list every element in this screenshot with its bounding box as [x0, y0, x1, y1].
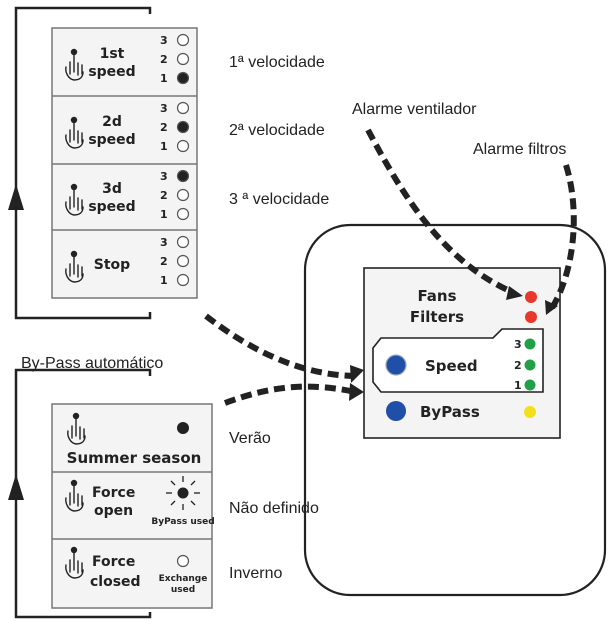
- speed-row-label-line1: 3d: [102, 181, 122, 197]
- bypass-label: ByPass: [420, 403, 480, 421]
- fan-alarm-arrow: [365, 128, 514, 295]
- indicator-led-off: [176, 554, 190, 568]
- force-closed-label-line1: Force: [92, 554, 135, 570]
- speed-level-led-off: [176, 254, 190, 268]
- speed-row-label-line2: speed: [88, 132, 135, 148]
- speed-button-frame[interactable]: [372, 328, 544, 393]
- caption-force-closed: Inverno: [229, 565, 283, 582]
- speed-led-1: [524, 379, 536, 391]
- exchange-used-label-line2: used: [171, 585, 195, 595]
- caption-speed-2: 2ª velocidade: [229, 122, 325, 139]
- bypass-row-force-closed[interactable]: Force closed Exchange used: [65, 546, 208, 595]
- speed-level-led-off: [176, 52, 190, 66]
- speed-level-number: 3: [160, 236, 168, 249]
- speed-row-2[interactable]: 2d speed 3 2 1: [65, 101, 190, 153]
- speed-level-number: 2: [160, 53, 168, 66]
- speed-level-number: 1: [160, 72, 168, 85]
- speed-level-led-off: [176, 235, 190, 249]
- bypass-led: [524, 406, 536, 418]
- speed-panel: [51, 27, 198, 299]
- led-blinking-icon: [166, 476, 200, 510]
- caption-speed-1: 1ª velocidade: [229, 54, 325, 71]
- bypass-row-force-open[interactable]: Force open ByPass used: [65, 476, 215, 527]
- bypass-used-label: ByPass used: [151, 517, 214, 527]
- speed-row-1[interactable]: 1st speed 3 2 1: [65, 33, 190, 85]
- bypass-row-summer[interactable]: Summer season: [67, 412, 202, 467]
- speed-level-led-on: [176, 71, 190, 85]
- speed-level-led-off: [176, 273, 190, 287]
- speed-level-number: 1: [160, 208, 168, 221]
- speed-level-led-off: [176, 139, 190, 153]
- speed-cycle-arrowhead: [8, 184, 24, 210]
- speed-row-label-line1: 1st: [100, 46, 125, 62]
- control-level-2: 2: [514, 359, 522, 372]
- filter-alarm-arrow: [549, 164, 577, 310]
- speed-level-led-off: [176, 207, 190, 221]
- bypass-title: By-Pass automático: [21, 355, 164, 372]
- caption-speed-3: 3 ª velocidade: [229, 191, 330, 208]
- filters-alarm-led: [525, 311, 537, 323]
- speed-level-led-off: [176, 33, 190, 47]
- exchange-used-label-line1: Exchange: [159, 574, 208, 584]
- speed-level-led-on: [176, 169, 190, 183]
- speed-level-number: 2: [160, 121, 168, 134]
- speed-row-label-line1: Stop: [94, 257, 130, 273]
- control-level-3: 3: [514, 338, 522, 351]
- force-open-label-line1: Force: [92, 485, 135, 501]
- bypass-cycle-arrowhead: [8, 474, 24, 500]
- speed-level-led-on: [176, 120, 190, 134]
- alarm-filters-annotation: Alarme filtros: [473, 141, 567, 158]
- control-level-1: 1: [514, 379, 522, 392]
- force-closed-label-line2: closed: [90, 574, 141, 590]
- speed-level-number: 3: [160, 102, 168, 115]
- speed-cycle-bracket: [14, 6, 152, 320]
- bypass-button[interactable]: [386, 401, 406, 421]
- speed-row-label-line1: 2d: [102, 114, 122, 130]
- speed-led-3: [524, 338, 536, 350]
- bypass-panel-to-bypass-arrow: [223, 383, 356, 406]
- force-open-label-line2: open: [94, 503, 133, 519]
- speed-level-number: 2: [160, 189, 168, 202]
- speed-row-label-line2: speed: [88, 199, 135, 215]
- alarm-fan-annotation: Alarme ventilador: [352, 101, 477, 118]
- speed-row-4[interactable]: Stop 3 2 1: [65, 235, 190, 287]
- speed-level-number: 2: [160, 255, 168, 268]
- caption-summer: Verão: [229, 430, 271, 447]
- speed-level-number: 3: [160, 170, 168, 183]
- speed-row-label-line2: speed: [88, 64, 135, 80]
- speed-level-number: 1: [160, 140, 168, 153]
- speed-level-number: 3: [160, 34, 168, 47]
- speed-level-number: 1: [160, 274, 168, 287]
- fans-alarm-led: [525, 291, 537, 303]
- filters-label: Filters: [410, 308, 464, 326]
- speed-level-led-off: [176, 188, 190, 202]
- speed-panel-to-speed-arrow: [204, 313, 356, 379]
- speed-level-led-off: [176, 101, 190, 115]
- caption-force-open: Não definido: [229, 500, 319, 517]
- speed-label: Speed: [425, 357, 478, 375]
- fans-label: Fans: [417, 287, 456, 305]
- indicator-led-on: [177, 422, 189, 434]
- speed-button[interactable]: [385, 354, 407, 376]
- speed-led-2: [524, 359, 536, 371]
- speed-row-3[interactable]: 3d speed 3 2 1: [65, 169, 190, 221]
- summer-season-label: Summer season: [67, 449, 202, 467]
